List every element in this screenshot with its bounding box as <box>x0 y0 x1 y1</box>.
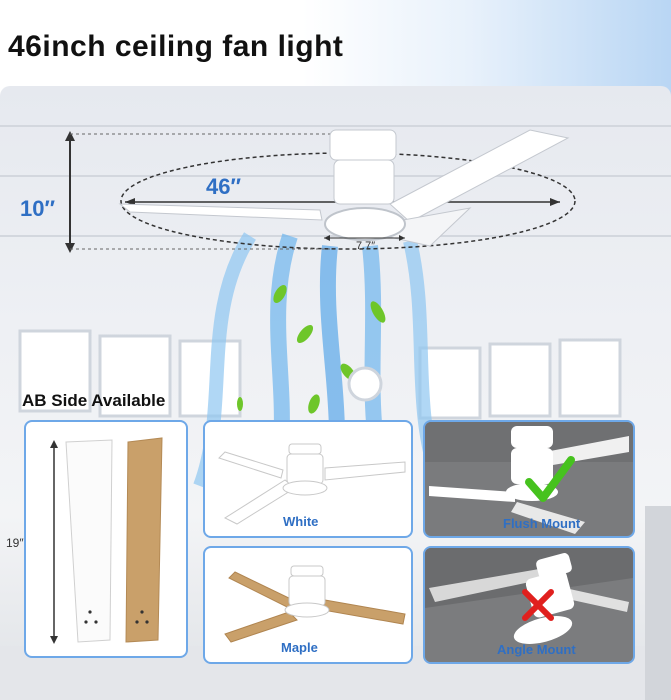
leaf-icon <box>237 284 386 414</box>
check-icon <box>525 456 575 502</box>
white-label: White <box>283 514 319 529</box>
fan-illustration <box>118 129 570 247</box>
blade-illustration <box>50 437 163 644</box>
cross-icon <box>522 589 554 621</box>
height-label: 10″ <box>20 196 56 221</box>
blade-card <box>24 420 188 658</box>
light-width-label: 7.7″ <box>356 240 376 252</box>
windows <box>18 329 622 420</box>
maple-fan-image <box>224 565 406 643</box>
white-fan-image <box>218 443 406 525</box>
blade-length-label: 19″ <box>6 536 24 550</box>
angle-mount-card[interactable]: Angle Mount <box>423 546 635 664</box>
angle-mount-label: Angle Mount <box>497 642 576 657</box>
flush-mount-label: Flush Mount <box>503 516 581 531</box>
angle-mount-image <box>425 548 633 662</box>
diameter-ellipse <box>120 152 576 250</box>
diameter-label: 46″ <box>206 174 242 199</box>
maple-option-card[interactable]: Maple <box>203 546 413 664</box>
maple-label: Maple <box>281 640 318 655</box>
white-option-card[interactable]: White <box>203 420 413 538</box>
page-title: 46inch ceiling fan light <box>8 30 344 63</box>
flush-mount-card[interactable]: Flush Mount <box>423 420 635 538</box>
flush-mount-image <box>425 422 633 534</box>
section-label: AB Side Available <box>22 391 166 410</box>
